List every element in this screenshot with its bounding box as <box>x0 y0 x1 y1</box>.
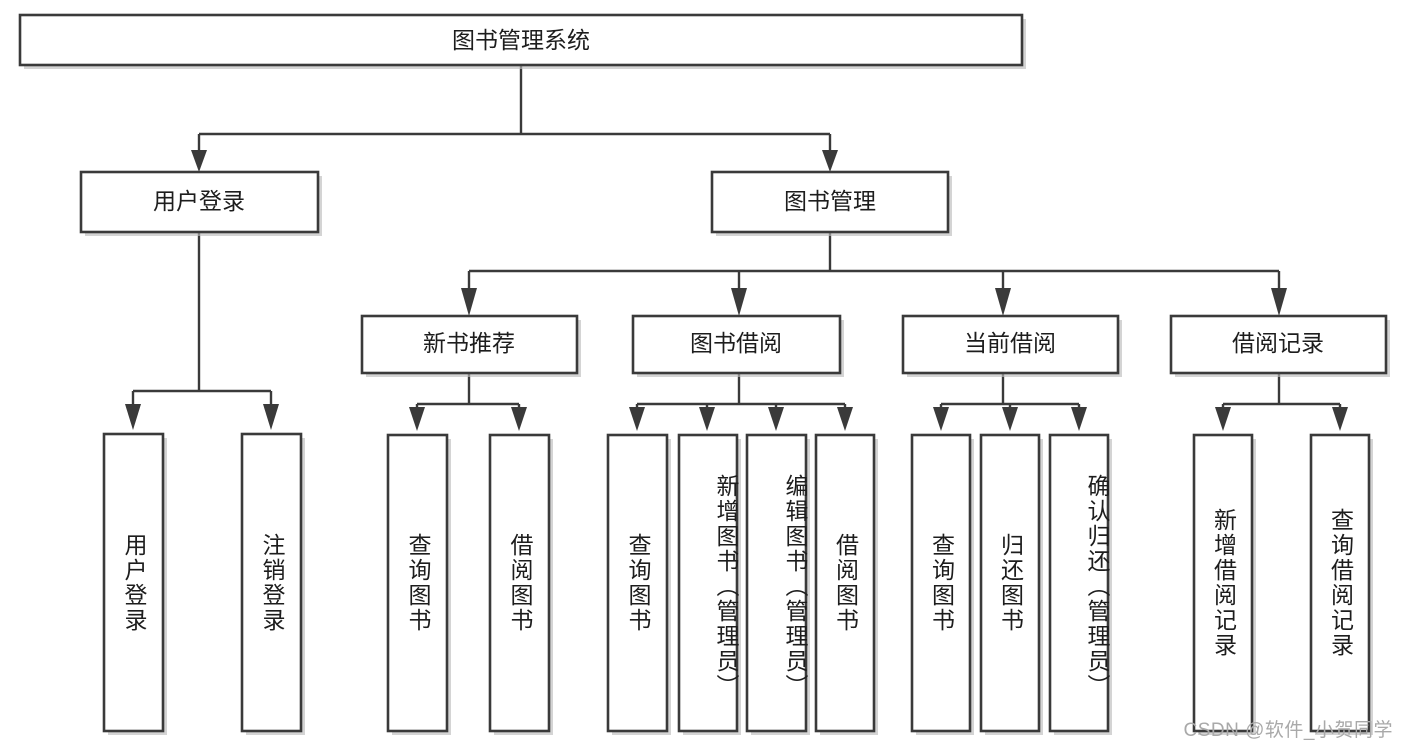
leaf-book-borrow-4[interactable] <box>814 433 878 735</box>
arrow-bm-to-borrow <box>731 288 747 316</box>
node-new-book-recommend-label: 新书推荐 <box>423 330 515 356</box>
arrow-bm-to-current <box>995 288 1011 316</box>
leaf-current-borrow-2[interactable] <box>979 433 1043 735</box>
leaf-user-login-2[interactable] <box>240 432 305 735</box>
arrow-newbook-leaf-1 <box>409 407 425 431</box>
leaf-user-login-1[interactable] <box>102 432 167 735</box>
leaf-book-borrow-2-box <box>677 433 739 733</box>
leaf-new-book-1[interactable] <box>386 433 451 735</box>
arrow-current-leaf-1 <box>933 407 949 431</box>
leaf-book-borrow-3[interactable] <box>745 433 810 735</box>
arrow-borrow-leaf-4 <box>837 407 853 431</box>
leaf-book-borrow-1[interactable] <box>606 433 671 735</box>
leaf-borrow-records-1[interactable] <box>1192 433 1256 735</box>
arrow-current-leaf-3 <box>1071 407 1087 431</box>
edges-group <box>125 66 1348 431</box>
leaf-borrow-records-2-box <box>1309 433 1371 733</box>
node-current-borrow[interactable]: 当前借阅 <box>901 314 1122 377</box>
leaf-new-book-1-box <box>386 433 449 733</box>
arrow-root-to-login <box>191 150 207 172</box>
leaf-current-borrow-1[interactable] <box>910 433 974 735</box>
leaf-borrow-records-2[interactable] <box>1309 433 1373 735</box>
leaf-book-borrow-1-box <box>606 433 669 733</box>
leaf-borrow-records-1-box <box>1192 433 1254 733</box>
node-root-box <box>18 13 1024 67</box>
watermark-label: CSDN @软件_小贺同学 <box>1183 720 1393 741</box>
arrow-login-leaf-1 <box>125 404 141 430</box>
node-book-borrow-label: 图书借阅 <box>690 330 782 356</box>
node-book-management-box <box>710 170 950 234</box>
arrow-root-to-bookmgmt <box>822 150 838 172</box>
node-user-login-label: 用户登录 <box>153 188 245 214</box>
arrow-login-leaf-2 <box>263 404 279 430</box>
arrow-borrow-leaf-1 <box>629 407 645 431</box>
node-book-borrow[interactable]: 图书借阅 <box>631 314 844 377</box>
node-borrow-records-label: 借阅记录 <box>1232 330 1324 356</box>
node-borrow-records-box <box>1169 314 1388 375</box>
arrow-current-leaf-2 <box>1002 407 1018 431</box>
node-user-login[interactable]: 用户登录 <box>79 170 322 236</box>
leaf-book-borrow-4-box <box>814 433 876 733</box>
arrow-bm-to-records <box>1271 288 1287 316</box>
leaf-user-login-1-box <box>102 432 165 733</box>
arrow-records-leaf-1 <box>1215 407 1231 431</box>
arrow-newbook-leaf-2 <box>511 407 527 431</box>
arrow-borrow-leaf-2 <box>699 407 715 431</box>
leaf-current-borrow-2-box <box>979 433 1041 733</box>
node-user-login-box <box>79 170 320 234</box>
arrow-borrow-leaf-3 <box>768 407 784 431</box>
node-book-borrow-box <box>631 314 842 375</box>
node-root[interactable]: 图书管理系统 <box>18 13 1026 69</box>
leaf-user-login-2-box <box>240 432 303 733</box>
node-book-management-label: 图书管理 <box>784 188 876 214</box>
leaf-new-book-2-box <box>488 433 551 733</box>
node-current-borrow-label: 当前借阅 <box>964 330 1056 356</box>
arrow-records-leaf-2 <box>1332 407 1348 431</box>
node-current-borrow-box <box>901 314 1120 375</box>
node-new-book-recommend-box <box>360 314 579 375</box>
node-new-book-recommend[interactable]: 新书推荐 <box>360 314 581 377</box>
leaf-book-borrow-3-box <box>745 433 808 733</box>
node-book-management[interactable]: 图书管理 <box>710 170 952 236</box>
leaf-current-borrow-3[interactable] <box>1048 433 1112 735</box>
leaf-new-book-2[interactable] <box>488 433 553 735</box>
arrow-bm-to-newbook <box>461 288 477 316</box>
leaf-current-borrow-1-box <box>910 433 972 733</box>
leaf-book-borrow-2[interactable] <box>677 433 741 735</box>
node-borrow-records[interactable]: 借阅记录 <box>1169 314 1390 377</box>
leaf-current-borrow-3-box <box>1048 433 1110 733</box>
node-root-label: 图书管理系统 <box>452 27 590 53</box>
